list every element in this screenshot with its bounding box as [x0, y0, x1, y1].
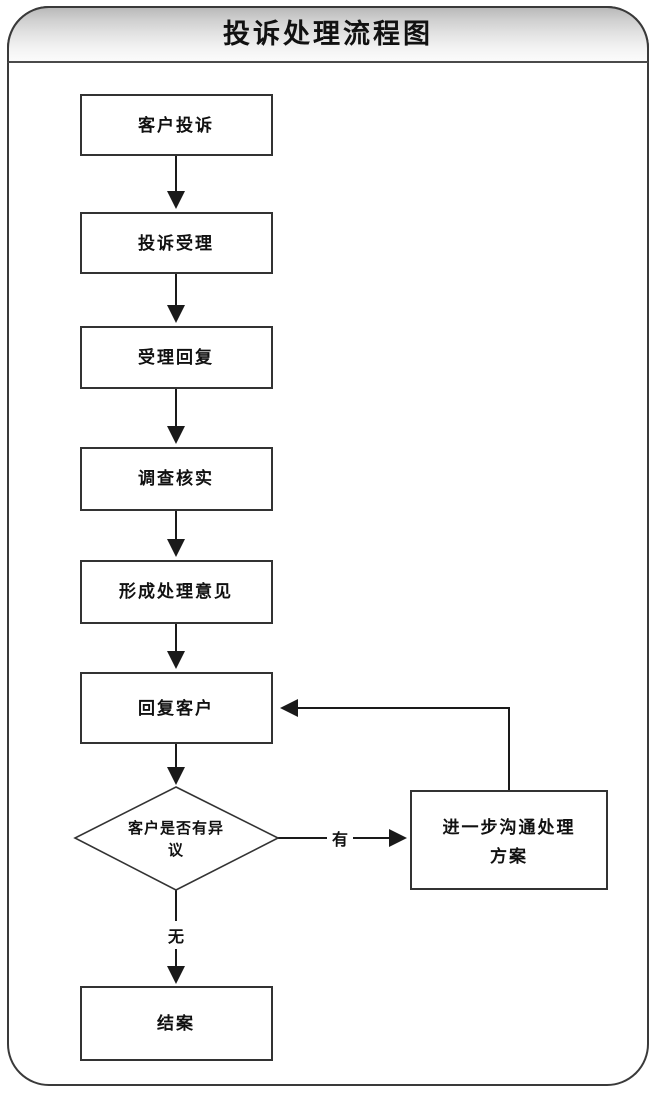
node-n3[interactable]: 受理回复: [80, 326, 273, 389]
node-n7-decision[interactable]: 客户是否有异 议: [73, 786, 280, 891]
node-label: 客户投诉: [137, 115, 214, 136]
node-box: [80, 447, 273, 511]
node-n1[interactable]: 客户投诉: [80, 94, 273, 156]
node-label: 投诉受理: [138, 233, 214, 254]
page-title: 投诉处理流程图: [223, 19, 433, 50]
node-box: [80, 560, 273, 624]
edge-label-group: 有 无: [163, 824, 353, 949]
outer-frame: [7, 6, 649, 1086]
decision-label-line1: 客户是否有异: [127, 819, 224, 837]
node-label: 受理回复: [138, 347, 214, 368]
node-box: [80, 986, 273, 1061]
node-n2[interactable]: 投诉受理: [80, 212, 273, 274]
node-n9[interactable]: 结案: [80, 986, 273, 1061]
node-label: 结案: [157, 1013, 195, 1034]
edge-label-yes: 有: [332, 830, 348, 849]
node-label-line2: 方案: [490, 846, 528, 867]
edge-n8-n6-feedback: [280, 699, 510, 791]
node-label: 形成处理意见: [119, 581, 233, 602]
node-label: 调查核实: [138, 468, 214, 489]
node-n6[interactable]: 回复客户: [80, 672, 273, 744]
node-label-line1: 进一步沟通处理: [443, 817, 576, 838]
title-bar: 投诉处理流程图: [7, 6, 649, 63]
edge-label-no: 无: [167, 927, 184, 946]
node-box: [80, 94, 273, 156]
node-n5[interactable]: 形成处理意见: [80, 560, 273, 624]
node-box: [80, 326, 273, 389]
decision-label-line2: 议: [168, 841, 184, 859]
edge-label-yes-bg: [327, 824, 353, 852]
node-box: [410, 790, 608, 890]
node-n8[interactable]: 进一步沟通处理 方案: [410, 790, 608, 890]
node-label: 回复客户: [138, 698, 214, 719]
node-box: [80, 672, 273, 744]
node-n4[interactable]: 调查核实: [80, 447, 273, 511]
decision-diamond: [73, 786, 280, 891]
node-box: [80, 212, 273, 274]
edge-label-no-bg: [163, 921, 189, 949]
